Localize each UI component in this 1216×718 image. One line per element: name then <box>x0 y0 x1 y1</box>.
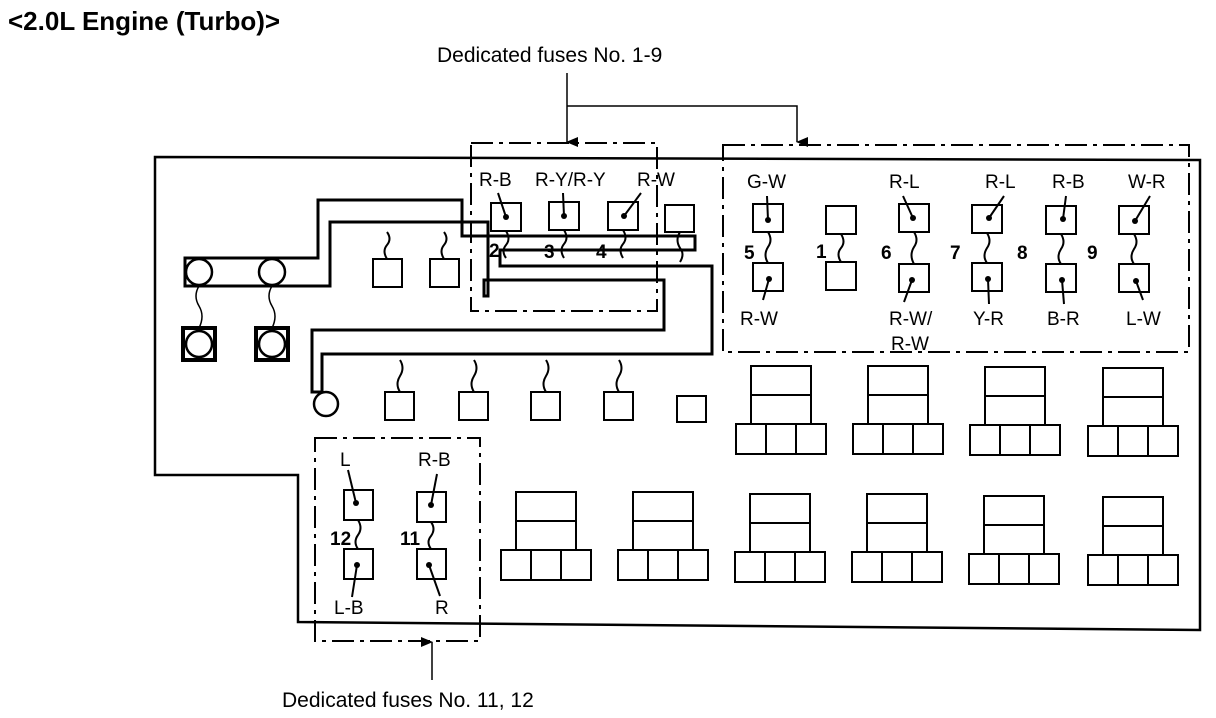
wire-label-l-w: L-W <box>1126 309 1161 330</box>
fuse-number-12: 12 <box>330 529 351 550</box>
fuse-number-3: 3 <box>544 242 555 263</box>
bus-fuses <box>372 204 707 423</box>
fuse-number-1: 1 <box>816 242 827 263</box>
fuse-group-1-9-right-box <box>722 144 1190 353</box>
wire-label-r-w-6: R-W <box>891 334 929 355</box>
fuse-number-9: 9 <box>1087 243 1098 264</box>
wire-label-r-y-r-y: R-Y/R-Y <box>535 170 606 191</box>
wire-label-r-b: R-B <box>479 170 512 191</box>
diagram-title: <2.0L Engine (Turbo)> <box>8 6 280 36</box>
wire-label-l: L <box>340 450 351 471</box>
fuse-group-1-9-left-box <box>470 142 658 312</box>
wire-label-r-w-slash: R-W/ <box>889 309 933 330</box>
wire-label-r-l-6: R-L <box>889 172 920 193</box>
fuse-group-3 <box>343 469 447 598</box>
callout-top-leader <box>566 73 808 147</box>
wire-label-r: R <box>435 598 449 619</box>
wire-label-r-b-8: R-B <box>1052 172 1085 193</box>
wire-label-r-l-7: R-L <box>985 172 1016 193</box>
relay-row-middle <box>735 365 1179 457</box>
fuse-number-5: 5 <box>744 243 755 264</box>
fuse-group-1 <box>490 192 642 259</box>
fuse-number-4: 4 <box>596 242 607 263</box>
fuse-number-11: 11 <box>400 529 421 550</box>
relay-row-bottom <box>500 491 1179 586</box>
wire-label-l-b: L-B <box>334 598 364 619</box>
bus-bar-upper <box>183 198 714 394</box>
fuse-number-2: 2 <box>489 241 500 262</box>
wire-label-y-r: Y-R <box>973 309 1004 330</box>
callout-bottom-label: Dedicated fuses No. 11, 12 <box>282 689 534 712</box>
fuse-group-11-12-box <box>314 437 481 642</box>
relay-group-left <box>181 257 340 418</box>
wire-label-r-w-5: R-W <box>740 309 778 330</box>
wire-label-g-w: G-W <box>747 172 786 193</box>
fuse-number-6: 6 <box>881 243 892 264</box>
callout-top-label: Dedicated fuses No. 1-9 <box>437 44 662 67</box>
wire-label-w-r: W-R <box>1128 172 1166 193</box>
wire-label-r-b-11: R-B <box>418 450 451 471</box>
fuse-box-outline <box>153 155 1202 632</box>
fuse-group-2 <box>752 195 1151 305</box>
wire-label-r-w: R-W <box>637 170 675 191</box>
wire-label-b-r: B-R <box>1047 309 1080 330</box>
fuse-number-7: 7 <box>950 243 961 264</box>
fuse-number-8: 8 <box>1017 243 1028 264</box>
